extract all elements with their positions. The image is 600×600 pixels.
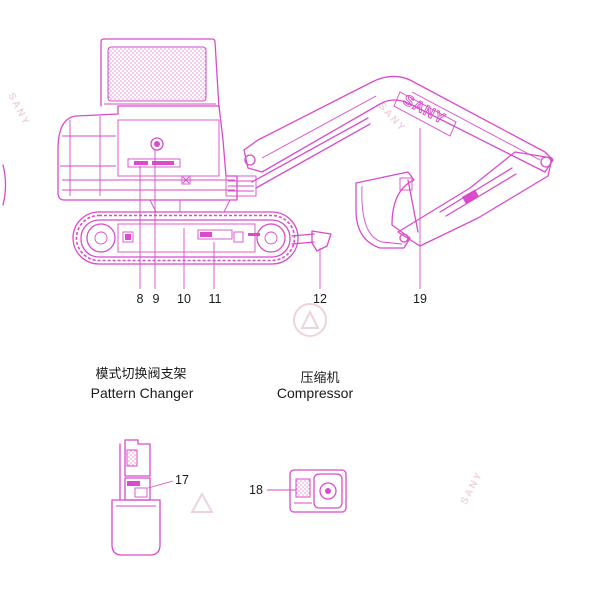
dozer-blade [291, 230, 332, 252]
pattern-changer-title-en: Pattern Changer [91, 385, 194, 401]
watermark-logo-center [293, 303, 327, 337]
track-decal-center [197, 229, 233, 240]
callout-9: 9 [153, 292, 160, 306]
callout-19: 19 [413, 292, 427, 306]
watermark-logo-mark-center [300, 309, 320, 329]
side-grille [225, 175, 257, 197]
callout-8: 8 [137, 292, 144, 306]
boom-brand-decal-frame [393, 91, 457, 137]
adjacent-figure-edge [2, 164, 7, 206]
track-decal-right [233, 231, 244, 243]
watermark-bottom-right: SANY [459, 470, 486, 507]
callout-18: 18 [249, 483, 263, 497]
leader-line-17 [147, 480, 174, 489]
arm-decal [461, 189, 479, 204]
watermark-top-left: SANY [5, 91, 32, 128]
cab-window [107, 46, 207, 102]
callout-10: 10 [177, 292, 191, 306]
cab [100, 38, 220, 109]
upper-structure [57, 105, 257, 213]
warning-decal [181, 175, 191, 185]
track-decal-left [122, 231, 134, 243]
leader-lines [139, 128, 421, 491]
section-compressor: 压缩机 Compressor [277, 370, 354, 401]
callout-numbers: 8 9 10 11 12 19 17 18 [137, 292, 427, 497]
callout-11: 11 [209, 292, 222, 306]
section-pattern-changer: 模式切换阀支架 Pattern Changer [91, 367, 194, 401]
callout-12: 12 [313, 292, 327, 306]
compressor-title-cn: 压缩机 [300, 370, 339, 386]
callout-17: 17 [175, 473, 189, 487]
bucket-decal [399, 177, 413, 191]
arm-cylinder [439, 167, 517, 217]
track [72, 211, 299, 265]
bucket [355, 171, 419, 249]
pattern-changer-detail [111, 439, 161, 556]
excavator: SANY [57, 38, 554, 265]
arm [397, 151, 553, 247]
compressor-title-en: Compressor [277, 385, 354, 401]
compressor-detail [289, 469, 347, 513]
drive-sprocket [256, 223, 286, 253]
front-idler [86, 223, 116, 253]
watermark-logo-mark-left [190, 491, 214, 513]
boom-cylinder [251, 117, 371, 189]
pattern-changer-title-cn: 模式切换阀支架 [95, 367, 186, 382]
brand-emblem [150, 137, 164, 151]
body-decal [127, 158, 181, 168]
